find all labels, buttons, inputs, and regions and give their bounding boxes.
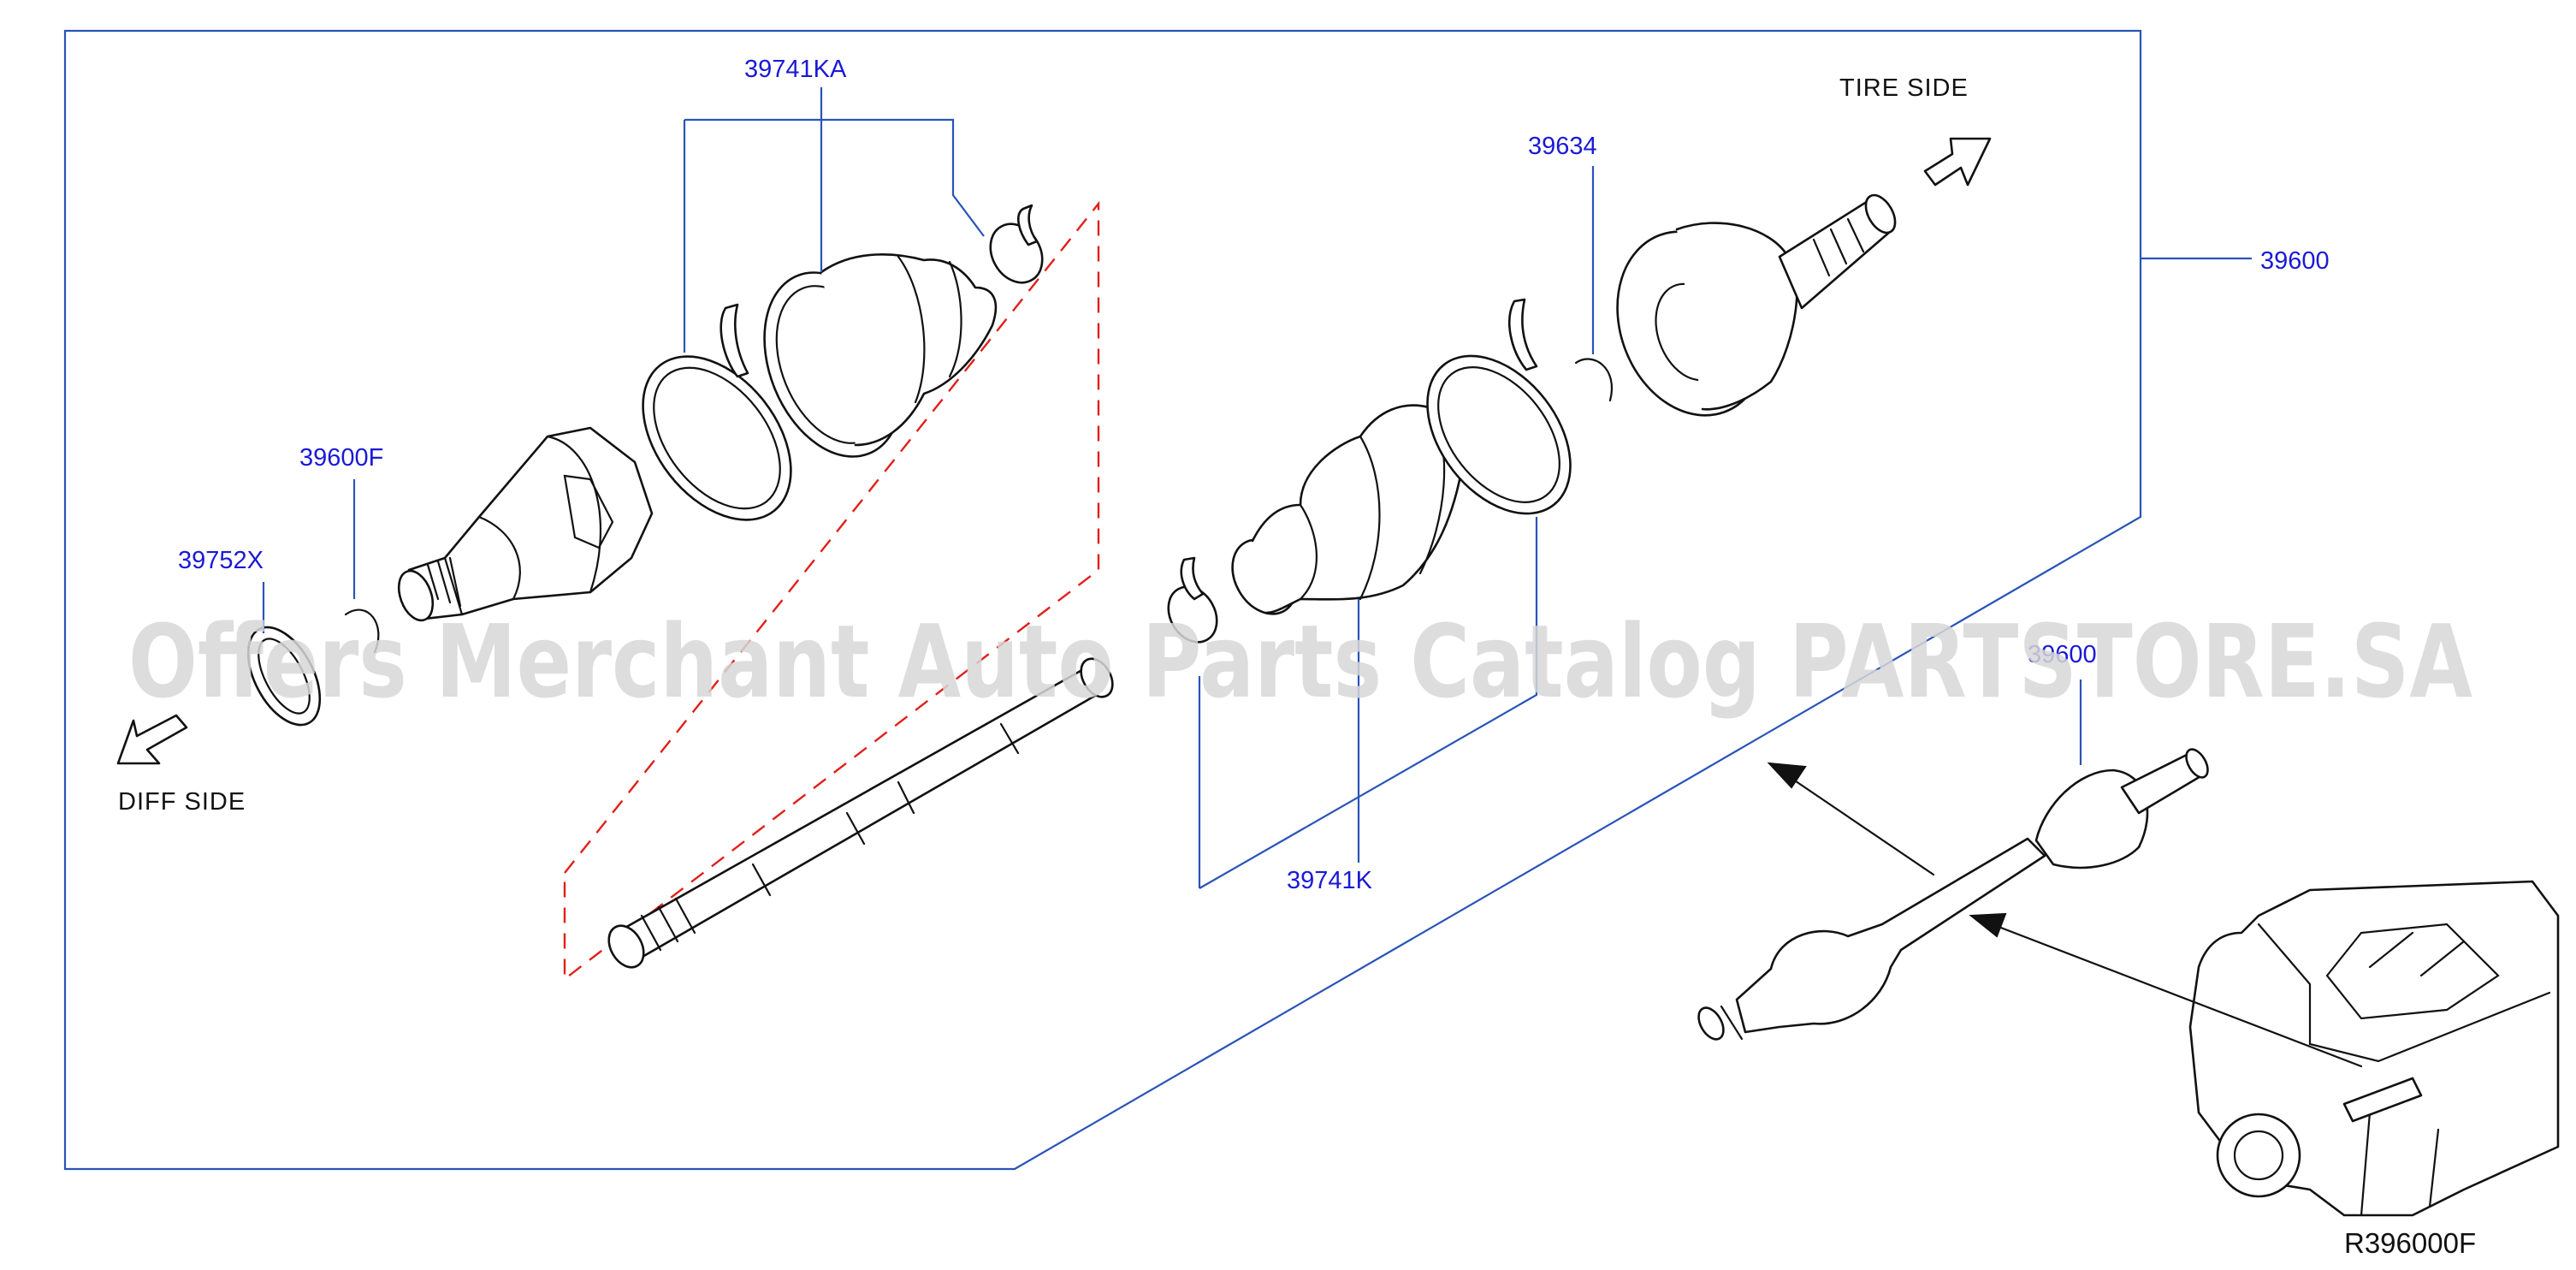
- callout-39741K[interactable]: 39741K: [1287, 867, 1373, 894]
- assembly-frame: [63, 29, 2142, 1171]
- boot-band-inner-small-part[interactable]: [980, 204, 1052, 292]
- inset-drive-shaft[interactable]: [1694, 745, 2212, 1043]
- callout-39634[interactable]: 39634: [1528, 133, 1597, 160]
- callout-39600-inset[interactable]: 39600: [2028, 641, 2097, 668]
- shaft-group-outline: [563, 200, 1100, 982]
- outer-joint-part[interactable]: [1592, 190, 1901, 436]
- boot-band-inner-part[interactable]: [613, 303, 820, 548]
- inset-pointer-arrows: [1767, 762, 2363, 1068]
- boot-band-outer-small-part[interactable]: [1158, 556, 1226, 650]
- diff-side-arrow-icon: [116, 714, 188, 765]
- vehicle-silhouette: [2188, 880, 2560, 1217]
- boot-inner-part[interactable]: [738, 252, 998, 477]
- drive-shaft-part[interactable]: [601, 653, 1118, 973]
- inner-joint-housing-part[interactable]: [393, 426, 654, 625]
- tire-side-arrow-icon: [1923, 137, 1992, 187]
- circlip-inner-part[interactable]: [344, 608, 380, 654]
- seal-ring-part[interactable]: [234, 615, 335, 736]
- callout-39741KA[interactable]: 39741KA: [744, 56, 847, 83]
- watermark: Offers Merchant Auto Parts Catalog PARTS…: [128, 602, 2472, 721]
- callout-39752X[interactable]: 39752X: [178, 547, 264, 574]
- leader-lines: [262, 87, 2252, 889]
- boot-outer-part[interactable]: [1220, 404, 1466, 626]
- circlip-outer-part[interactable]: [1574, 358, 1613, 402]
- reference-code: R396000F: [2344, 1227, 2476, 1259]
- boot-band-outer-part[interactable]: [1398, 298, 1599, 541]
- callout-39600-assy[interactable]: 39600: [2260, 247, 2330, 275]
- callout-39600F[interactable]: 39600F: [299, 444, 383, 472]
- tire-side-label: TIRE SIDE: [1839, 74, 1969, 102]
- diff-side-label: DIFF SIDE: [118, 788, 246, 816]
